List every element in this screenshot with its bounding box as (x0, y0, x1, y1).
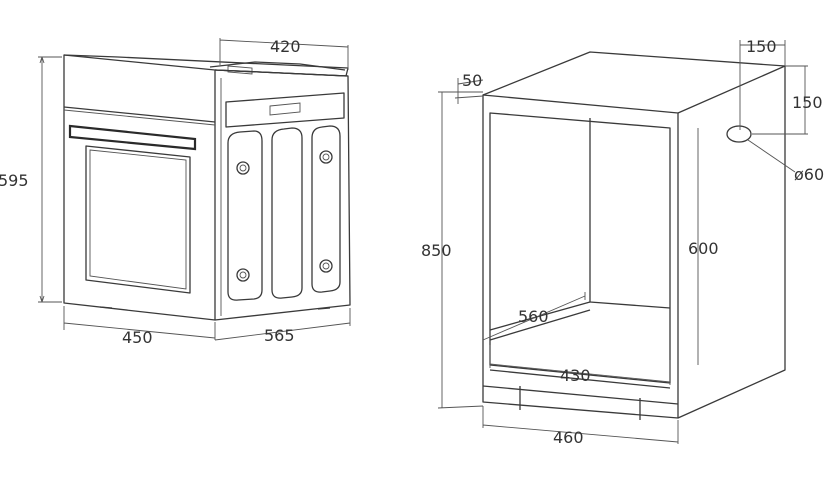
cabinet-overhang-dimension (454, 78, 484, 104)
vent-hole (726, 125, 752, 143)
cabinet-opening (489, 112, 671, 384)
oven-top-depth-dimension (219, 38, 349, 70)
oven-control-band (63, 106, 216, 123)
cabinet-inner-height-label: 600 (688, 239, 719, 258)
oven-depth-label: 565 (264, 326, 295, 345)
oven-height-label: 595 (0, 171, 29, 190)
oven-top-depth-label: 420 (270, 37, 301, 56)
oven-side-panel (214, 69, 351, 321)
oven-handle (68, 124, 197, 151)
cabinet-inner-depth-dimension (482, 292, 586, 341)
vent-y-dimension (752, 65, 808, 135)
cabinet-plinth (482, 369, 679, 405)
cabinet-base-width-label: 460 (553, 428, 584, 447)
cabinet-drawing: 50 850 600 560 430 460 150 150 ø60 (421, 37, 824, 447)
oven-drawing: 595 450 565 420 (0, 37, 351, 347)
vent-diameter-label: ø60 (794, 165, 824, 184)
cabinet-height-dimension (437, 91, 484, 409)
cabinet-inner-width-label: 430 (560, 366, 591, 385)
vent-x-label: 150 (746, 37, 777, 56)
cabinet-base-width-dimension (482, 406, 679, 444)
cabinet-inner-depth-label: 560 (518, 307, 549, 326)
cabinet-inner-width-dimension (489, 345, 671, 385)
oven-height-dimension (38, 56, 62, 303)
vent-x-dimension (739, 40, 786, 130)
oven-depth-dimension (214, 308, 351, 341)
oven-width-dimension (63, 306, 216, 340)
cabinet-side (677, 66, 786, 419)
oven-top-surface (63, 54, 349, 77)
oven-front-width-label: 450 (122, 328, 153, 347)
vent-y-label: 150 (792, 93, 823, 112)
cabinet-top (482, 51, 786, 114)
cabinet-overhang-label: 50 (462, 71, 482, 90)
oven-door-window (85, 145, 191, 294)
cabinet-height-label: 850 (421, 241, 452, 260)
